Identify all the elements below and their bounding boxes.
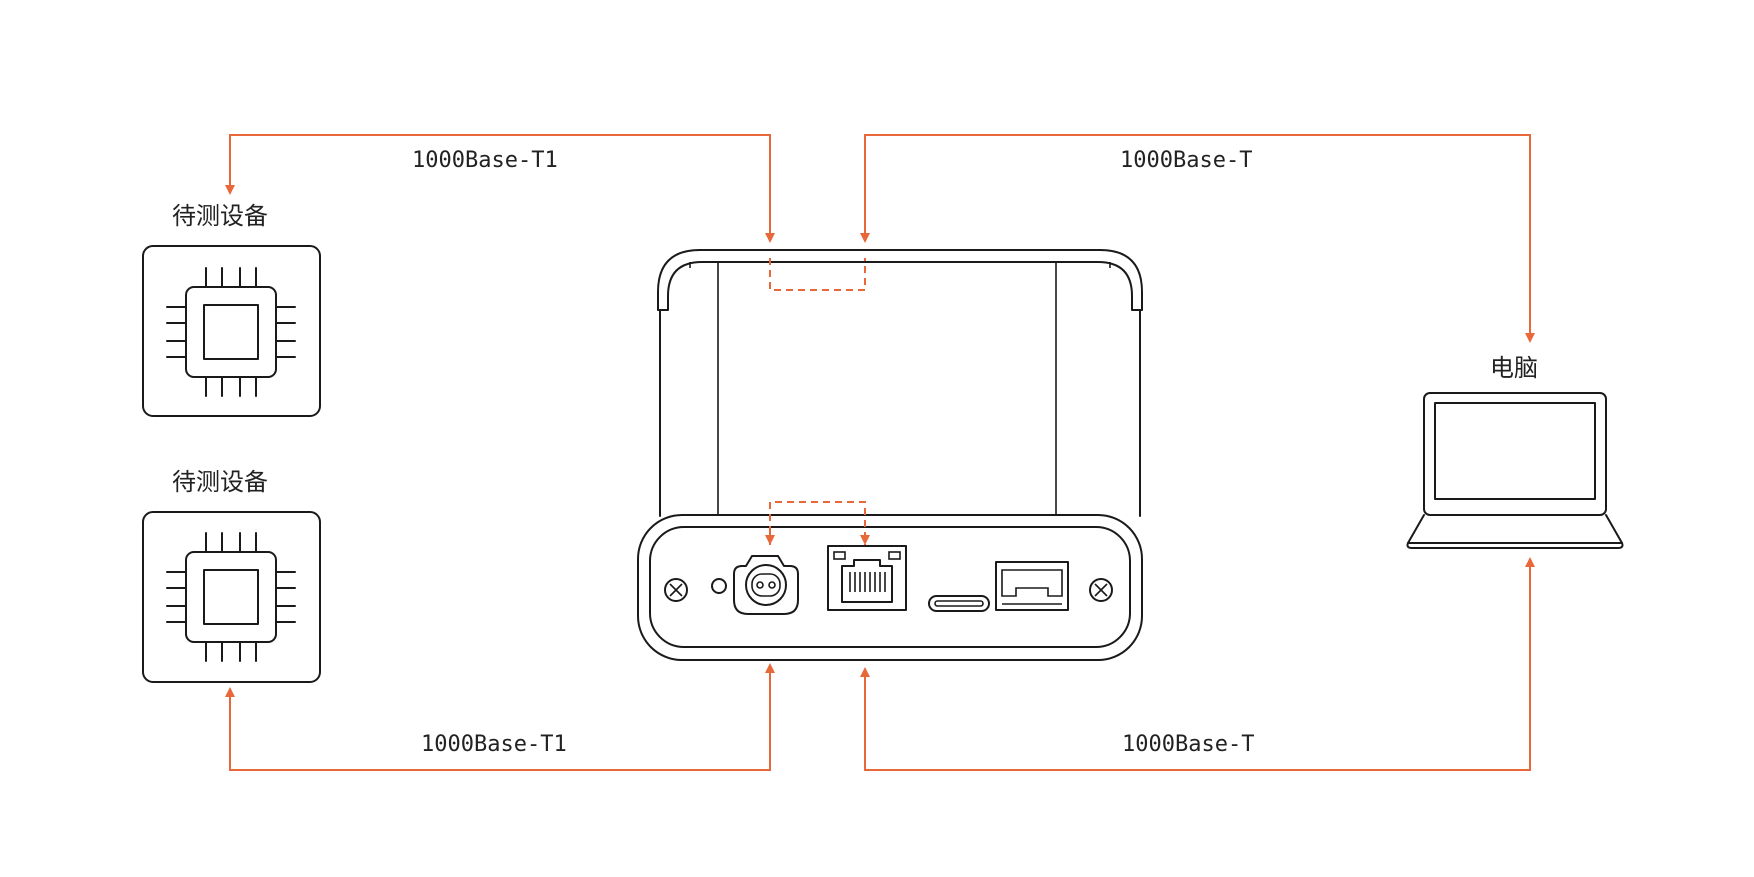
t1-connector-icon[interactable] [733,555,799,615]
wire-bottom-right [860,557,1535,771]
rj45-port-icon[interactable] [827,545,907,611]
wire-top-right [860,134,1535,343]
laptop-icon [1406,392,1624,549]
led-icon [711,578,727,594]
dut-bottom-label: 待测设备 [172,468,268,496]
link-label-bottom-right: 1000Base-T [1122,732,1255,757]
screw-icon [1089,578,1113,602]
wire-top-left [225,134,775,243]
usb-c-port-icon[interactable] [928,595,990,612]
chip-icon [166,532,296,662]
link-label-top-left: 1000Base-T1 [412,148,558,173]
dut-top-label: 待测设备 [172,202,268,230]
link-label-top-right: 1000Base-T [1120,148,1253,173]
dut-top [142,245,321,417]
dut-bottom [142,511,321,683]
wire-bottom-left [225,663,775,771]
chip-icon [166,267,296,397]
sfp-port-icon[interactable] [995,561,1069,611]
screw-icon [664,578,688,602]
gateway-device [637,249,1143,661]
pc-label: 电脑 [1490,354,1538,382]
link-label-bottom-left: 1000Base-T1 [421,732,567,757]
